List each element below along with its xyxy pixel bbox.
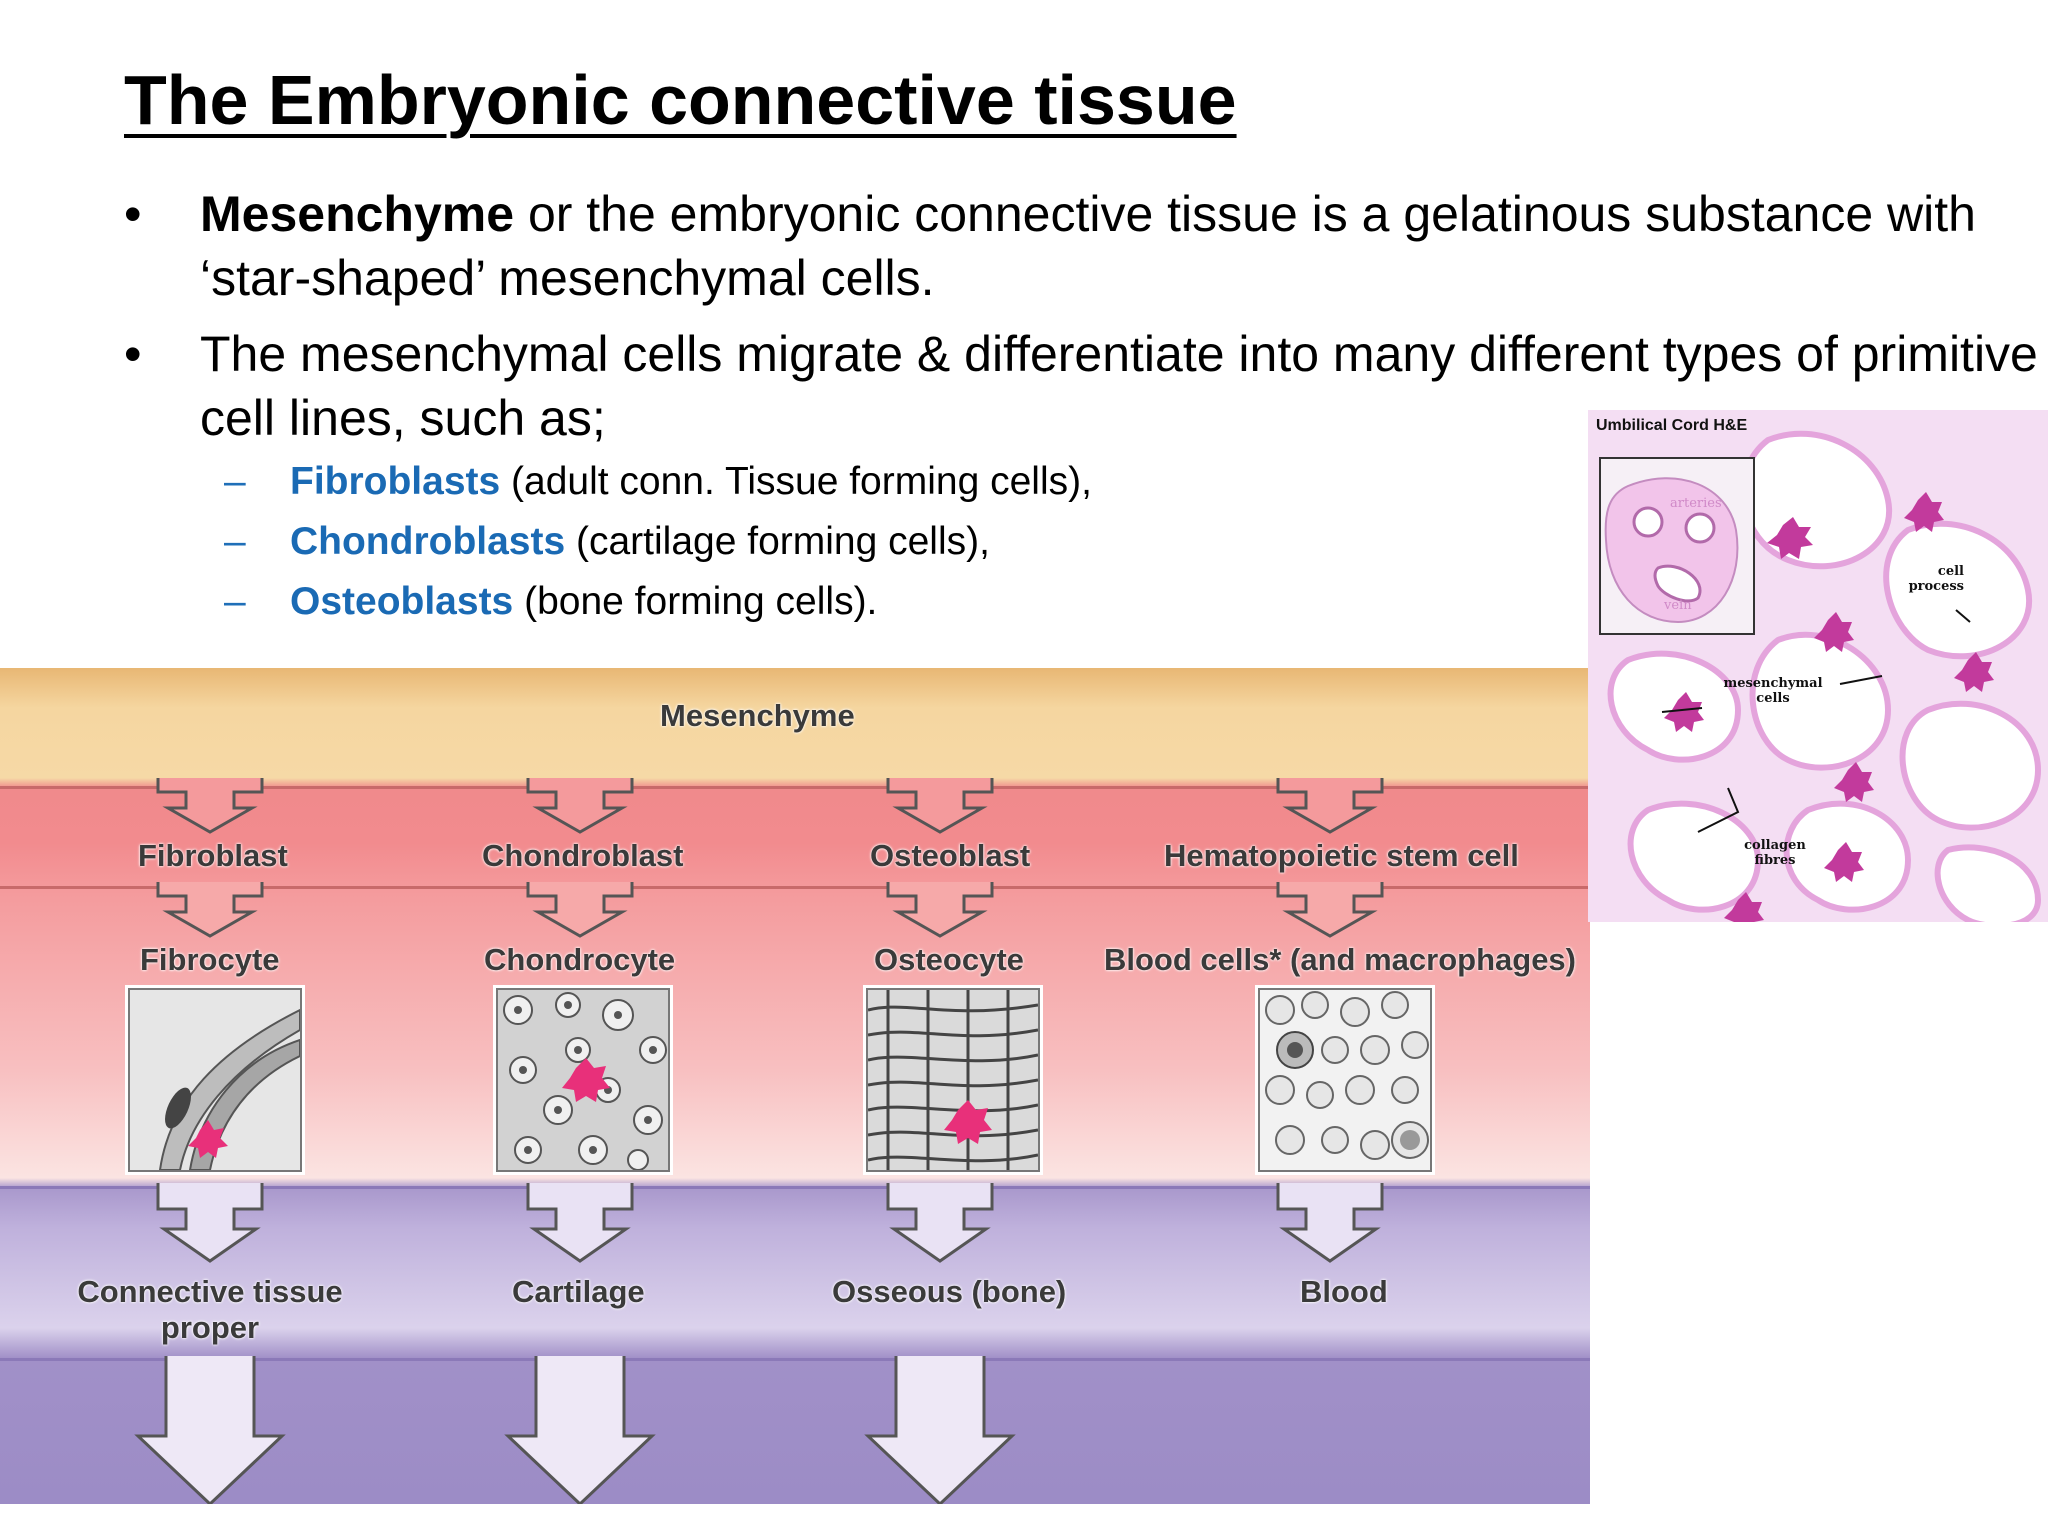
down-arrow-icon — [156, 882, 264, 938]
fibrocyte-illustration — [128, 988, 302, 1172]
down-arrow-icon — [504, 1356, 656, 1504]
down-arrow-icon — [1276, 882, 1384, 938]
down-arrow-icon — [864, 1356, 1016, 1504]
slide-title: The Embryonic connective tissue — [124, 61, 1237, 139]
down-arrow-icon — [526, 778, 634, 834]
label-connective-tissue-proper: Connective tissue proper — [77, 1274, 343, 1345]
osteocyte-illustration — [866, 988, 1040, 1172]
bullet-body: The mesenchymal cells migrate & differen… — [200, 326, 2038, 446]
bullet-text: The mesenchymal cells migrate & differen… — [200, 322, 2048, 450]
label-cartilage: Cartilage — [512, 1274, 645, 1309]
down-arrow-icon — [886, 1183, 994, 1263]
label-cell-process: cell process — [1908, 564, 1964, 594]
term-description: (cartilage forming cells), — [565, 520, 990, 563]
bullet-marker: • — [124, 326, 142, 382]
label-arteries: arteries — [1670, 496, 1722, 511]
label-fibroblast: Fibroblast — [138, 838, 288, 873]
bullet-body: or the embryonic connective tissue is a … — [200, 186, 1976, 306]
mesenchyme-lineage-diagram: Mesenchyme Fibroblast Chondroblast Osteo… — [0, 668, 1590, 1504]
down-arrow-icon — [134, 1356, 286, 1504]
label-osteoblast: Osteoblast — [870, 838, 1031, 873]
label-osseous-bone: Osseous (bone) — [832, 1274, 1067, 1309]
label-chondrocyte: Chondrocyte — [484, 942, 676, 977]
sub-marker: – — [224, 460, 246, 503]
chondrocyte-illustration — [496, 988, 670, 1172]
mesenchyme-stain-image — [1588, 410, 2048, 922]
band-divider — [0, 786, 1590, 789]
down-arrow-icon — [156, 778, 264, 834]
term-osteoblasts: Osteoblasts — [290, 580, 514, 623]
down-arrow-icon — [526, 882, 634, 938]
label-blood-cells: Blood cells* (and macrophages) — [1104, 942, 1576, 977]
sub-marker: – — [224, 580, 246, 623]
label-osteocyte: Osteocyte — [874, 942, 1024, 977]
bullet-marker: • — [124, 186, 142, 242]
band-divider — [0, 886, 1590, 889]
label-vein: vein — [1664, 598, 1692, 613]
term-description: (adult conn. Tissue forming cells), — [500, 460, 1092, 503]
sub-marker: – — [224, 520, 246, 563]
label-mesenchyme: Mesenchyme — [660, 698, 855, 733]
label-hematopoietic-stem-cell: Hematopoietic stem cell — [1164, 838, 1519, 873]
label-fibrocyte: Fibrocyte — [140, 942, 280, 977]
label-collagen-fibres: collagen fibres — [1744, 838, 1806, 868]
term-fibroblasts: Fibroblasts — [290, 460, 501, 503]
down-arrow-icon — [886, 778, 994, 834]
bullet-text: Mesenchyme or the embryonic connective t… — [200, 182, 2048, 310]
band-divider — [0, 1186, 1590, 1189]
label-blood: Blood — [1300, 1274, 1388, 1309]
umbilical-cord-micrograph: Umbilical Cord H&E arteries vein cell pr… — [1588, 410, 2048, 922]
down-arrow-icon — [886, 882, 994, 938]
term-chondroblasts: Chondroblasts — [290, 520, 566, 563]
micrograph-title: Umbilical Cord H&E — [1596, 417, 1748, 434]
blood-cells-illustration — [1258, 988, 1432, 1172]
down-arrow-icon — [1276, 778, 1384, 834]
bullet-bold-term: Mesenchyme — [200, 186, 515, 242]
term-description: (bone forming cells). — [513, 580, 878, 623]
label-chondroblast: Chondroblast — [482, 838, 684, 873]
down-arrow-icon — [1276, 1183, 1384, 1263]
down-arrow-icon — [156, 1183, 264, 1263]
label-mesenchymal-cells: mesenchymal cells — [1723, 676, 1823, 706]
band-divider — [0, 1358, 1590, 1361]
down-arrow-icon — [526, 1183, 634, 1263]
